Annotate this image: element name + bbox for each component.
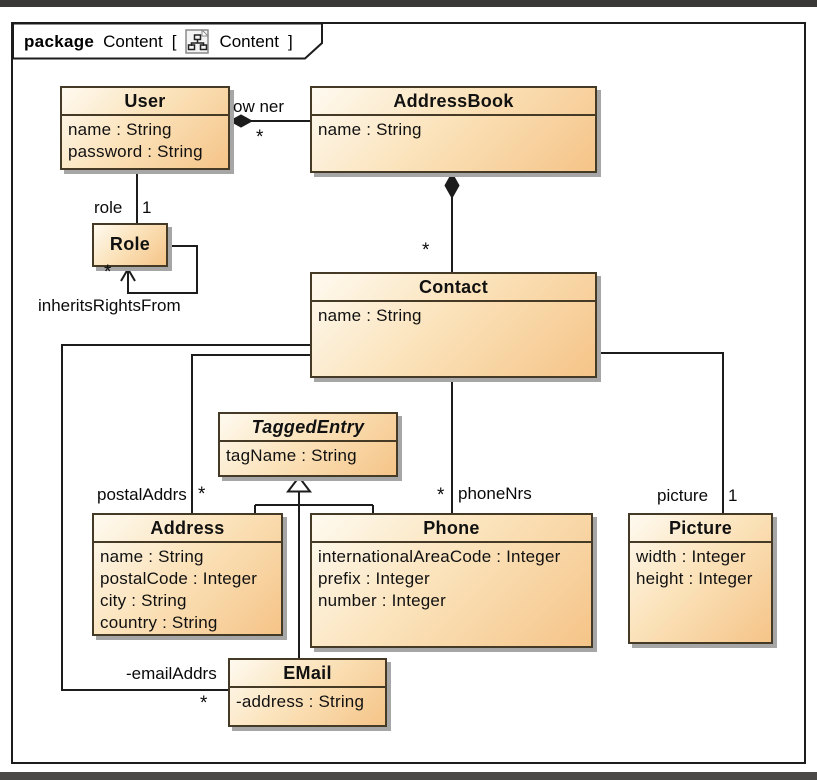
association-role-self[interactable] <box>127 245 198 294</box>
class-attribute: name : String <box>100 547 204 566</box>
package-frame-border <box>11 22 806 764</box>
frame-bracket-close: ] <box>287 32 293 51</box>
class-attribute: password : String <box>68 142 203 161</box>
frame-keyword: package <box>24 32 95 51</box>
class-attribute: country : String <box>100 613 218 632</box>
multiplicity-owner: * <box>256 127 264 148</box>
class-attribute: prefix : Integer <box>318 569 430 588</box>
role-end-label-emailaddrs: -emailAddrs <box>126 664 217 683</box>
class-name: Phone <box>312 515 591 543</box>
open-arrowhead-role <box>120 267 136 282</box>
composition-diamond-addressbook <box>444 171 460 200</box>
class-attribute: city : String <box>100 591 187 610</box>
class-box-address[interactable]: Address name : String postalCode : Integ… <box>92 513 283 636</box>
role-end-label-postaladdrs: postalAddrs <box>97 485 187 504</box>
composition-diamond-user <box>228 114 254 128</box>
class-box-addressbook[interactable]: AddressBook name : String <box>310 86 597 173</box>
role-end-label-picture: picture <box>657 486 709 505</box>
class-name: Role <box>109 234 151 254</box>
frame-header-pentagon <box>12 22 323 60</box>
class-name: AddressBook <box>312 88 595 116</box>
association-contact-address[interactable] <box>191 354 310 513</box>
generalization-taggedentry[interactable] <box>254 491 374 659</box>
multiplicity-picture: 1 <box>728 486 738 505</box>
class-attribute: width : Integer <box>636 547 746 566</box>
frame-diagram-name: Content <box>219 32 279 51</box>
class-diagram-icon <box>185 29 210 54</box>
top-window-edge <box>0 0 817 7</box>
class-name: TaggedEntry <box>220 414 396 442</box>
multiplicity-inherits: * <box>104 262 112 283</box>
class-attribute: tagName : String <box>226 446 357 465</box>
class-box-role[interactable]: Role <box>92 223 168 267</box>
class-name: Address <box>94 515 281 543</box>
frame-bracket-open: [ <box>171 32 177 51</box>
class-box-email[interactable]: EMail -address : String <box>228 658 387 727</box>
class-attribute: name : String <box>318 120 422 139</box>
association-contact-picture[interactable] <box>597 352 724 513</box>
class-name: EMail <box>230 660 385 688</box>
frame-package-name: Content <box>103 32 163 51</box>
class-name: Picture <box>630 515 771 543</box>
multiplicity-contacts: * <box>422 240 430 261</box>
multiplicity-postaladdrs: * <box>198 484 206 505</box>
class-box-picture[interactable]: Picture width : Integer height : Integer <box>628 513 773 644</box>
generalization-triangle <box>285 475 313 493</box>
association-contact-email[interactable] <box>61 344 310 691</box>
bottom-window-edge <box>0 772 817 780</box>
multiplicity-role: 1 <box>142 198 152 217</box>
class-attribute: -address : String <box>236 692 365 711</box>
class-box-contact[interactable]: Contact name : String <box>310 272 597 378</box>
class-attribute: internationalAreaCode : Integer <box>318 547 561 566</box>
role-end-label-owner: ow ner <box>233 97 285 116</box>
frame-header: package Content [ Content ] <box>24 29 293 55</box>
role-end-label-phonenrs: phoneNrs <box>458 484 532 503</box>
association-label-inheritsrightsfrom: inheritsRightsFrom <box>38 296 181 315</box>
multiplicity-emailaddrs: * <box>200 693 208 714</box>
class-attribute: name : String <box>318 306 422 325</box>
class-box-phone[interactable]: Phone internationalAreaCode : Integer pr… <box>310 513 593 648</box>
class-box-taggedentry[interactable]: TaggedEntry tagName : String <box>218 412 398 477</box>
class-name: User <box>62 88 228 116</box>
class-box-user[interactable]: User name : String password : String <box>60 86 230 170</box>
class-name: Contact <box>312 274 595 302</box>
class-attribute: name : String <box>68 120 172 139</box>
class-attribute: height : Integer <box>636 569 753 588</box>
multiplicity-phonenrs: * <box>437 485 445 506</box>
class-attribute: postalCode : Integer <box>100 569 258 588</box>
role-end-label-role: role <box>94 198 123 217</box>
class-attribute: number : Integer <box>318 591 446 610</box>
